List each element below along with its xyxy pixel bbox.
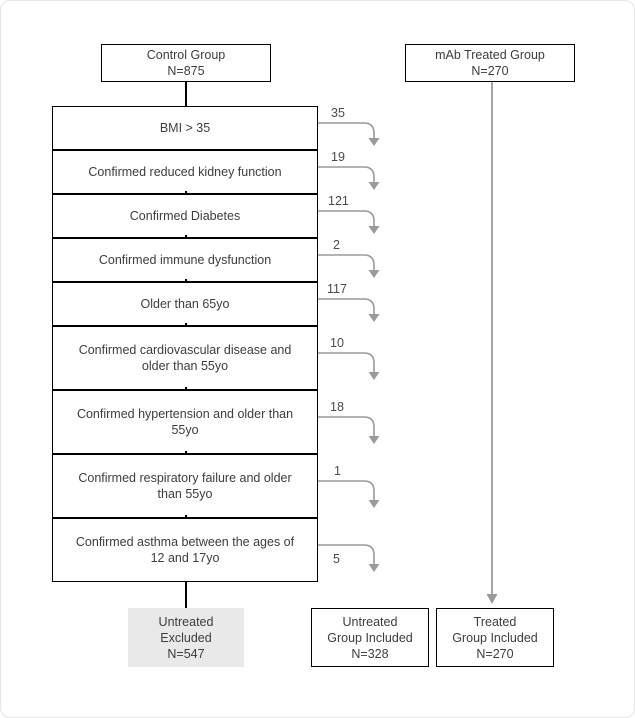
box-untreated-excluded: Untreated Excluded N=547 bbox=[128, 608, 244, 667]
exclusion-arrow-immune bbox=[318, 254, 380, 278]
box-criteria-bmi: BMI > 35 bbox=[52, 106, 318, 150]
criteria-respiratory-line-1: Confirmed respiratory failure and older bbox=[78, 471, 292, 485]
treated-included-line-1: Treated bbox=[473, 614, 517, 629]
box-untreated-included: Untreated Group Included N=328 bbox=[311, 608, 429, 667]
exclusion-arrow-bmi bbox=[318, 122, 380, 146]
mab-to-treated-arrow bbox=[486, 82, 498, 604]
criteria-asthma-line-2: 12 and 17yo bbox=[150, 551, 220, 565]
box-control-group: Control Group N=875 bbox=[101, 44, 271, 82]
connector-control-to-bmi bbox=[185, 82, 187, 106]
criteria-cardiovascular-line-2: older than 55yo bbox=[141, 359, 229, 373]
exclusion-count-age65: 117 bbox=[327, 282, 347, 296]
treated-included-line-2: Group Included bbox=[452, 630, 538, 645]
box-criteria-cardiovascular: Confirmed cardiovascular disease and old… bbox=[52, 326, 318, 390]
box-treated-included: Treated Group Included N=270 bbox=[436, 608, 554, 667]
mab-group-line-2: N=270 bbox=[471, 64, 509, 78]
untreated-excluded-line-3: N=547 bbox=[167, 646, 205, 661]
mab-group-line-1: mAb Treated Group bbox=[435, 48, 545, 62]
exclusion-count-asthma: 5 bbox=[333, 552, 340, 566]
control-group-line-1: Control Group bbox=[146, 48, 226, 62]
untreated-excluded-line-2: Excluded bbox=[160, 630, 212, 645]
exclusion-arrow-cardiovascular bbox=[318, 352, 380, 380]
exclusion-arrow-respiratory bbox=[318, 480, 380, 508]
criteria-hypertension-line-1: Confirmed hypertension and older than bbox=[76, 407, 294, 421]
exclusion-arrow-kidney bbox=[318, 166, 380, 190]
treated-included-line-3: N=270 bbox=[476, 646, 514, 661]
criteria-cardiovascular-line-1: Confirmed cardiovascular disease and bbox=[78, 343, 292, 357]
box-criteria-diabetes: Confirmed Diabetes bbox=[52, 194, 318, 238]
criteria-kidney-line-1: Confirmed reduced kidney function bbox=[88, 165, 282, 179]
criteria-hypertension-line-2: 55yo bbox=[171, 423, 199, 437]
untreated-included-line-3: N=328 bbox=[351, 646, 389, 661]
box-criteria-age65: Older than 65yo bbox=[52, 282, 318, 326]
box-criteria-asthma: Confirmed asthma between the ages of 12 … bbox=[52, 518, 318, 582]
exclusion-arrow-age65 bbox=[318, 298, 380, 322]
criteria-age65-line-1: Older than 65yo bbox=[140, 297, 230, 311]
exclusion-count-immune: 2 bbox=[333, 238, 340, 252]
untreated-included-line-2: Group Included bbox=[327, 630, 413, 645]
connector-asthma-to-untreated-excluded bbox=[185, 582, 187, 608]
criteria-asthma-line-1: Confirmed asthma between the ages of bbox=[75, 535, 295, 549]
box-criteria-hypertension: Confirmed hypertension and older than 55… bbox=[52, 390, 318, 454]
criteria-diabetes-line-1: Confirmed Diabetes bbox=[129, 209, 241, 223]
criteria-bmi-line-1: BMI > 35 bbox=[159, 121, 211, 135]
criteria-respiratory-line-2: than 55yo bbox=[157, 487, 213, 501]
box-criteria-immune: Confirmed immune dysfunction bbox=[52, 238, 318, 282]
box-criteria-kidney: Confirmed reduced kidney function bbox=[52, 150, 318, 194]
exclusion-arrow-diabetes bbox=[318, 210, 380, 234]
exclusion-count-diabetes: 121 bbox=[328, 194, 349, 208]
exclusion-count-hypertension: 18 bbox=[330, 400, 344, 414]
exclusion-arrow-hypertension bbox=[318, 416, 380, 444]
box-mab-treated-group: mAb Treated Group N=270 bbox=[405, 44, 575, 82]
criteria-immune-line-1: Confirmed immune dysfunction bbox=[98, 253, 272, 267]
exclusion-count-respiratory: 1 bbox=[334, 464, 341, 478]
untreated-included-line-1: Untreated bbox=[342, 614, 398, 629]
exclusion-arrow-asthma bbox=[318, 544, 380, 572]
exclusion-count-cardiovascular: 10 bbox=[330, 336, 344, 350]
exclusion-count-bmi: 35 bbox=[331, 106, 345, 120]
control-group-line-2: N=875 bbox=[167, 64, 205, 78]
exclusion-count-kidney: 19 bbox=[331, 150, 345, 164]
untreated-excluded-line-1: Untreated bbox=[158, 614, 214, 629]
box-criteria-respiratory: Confirmed respiratory failure and older … bbox=[52, 454, 318, 518]
